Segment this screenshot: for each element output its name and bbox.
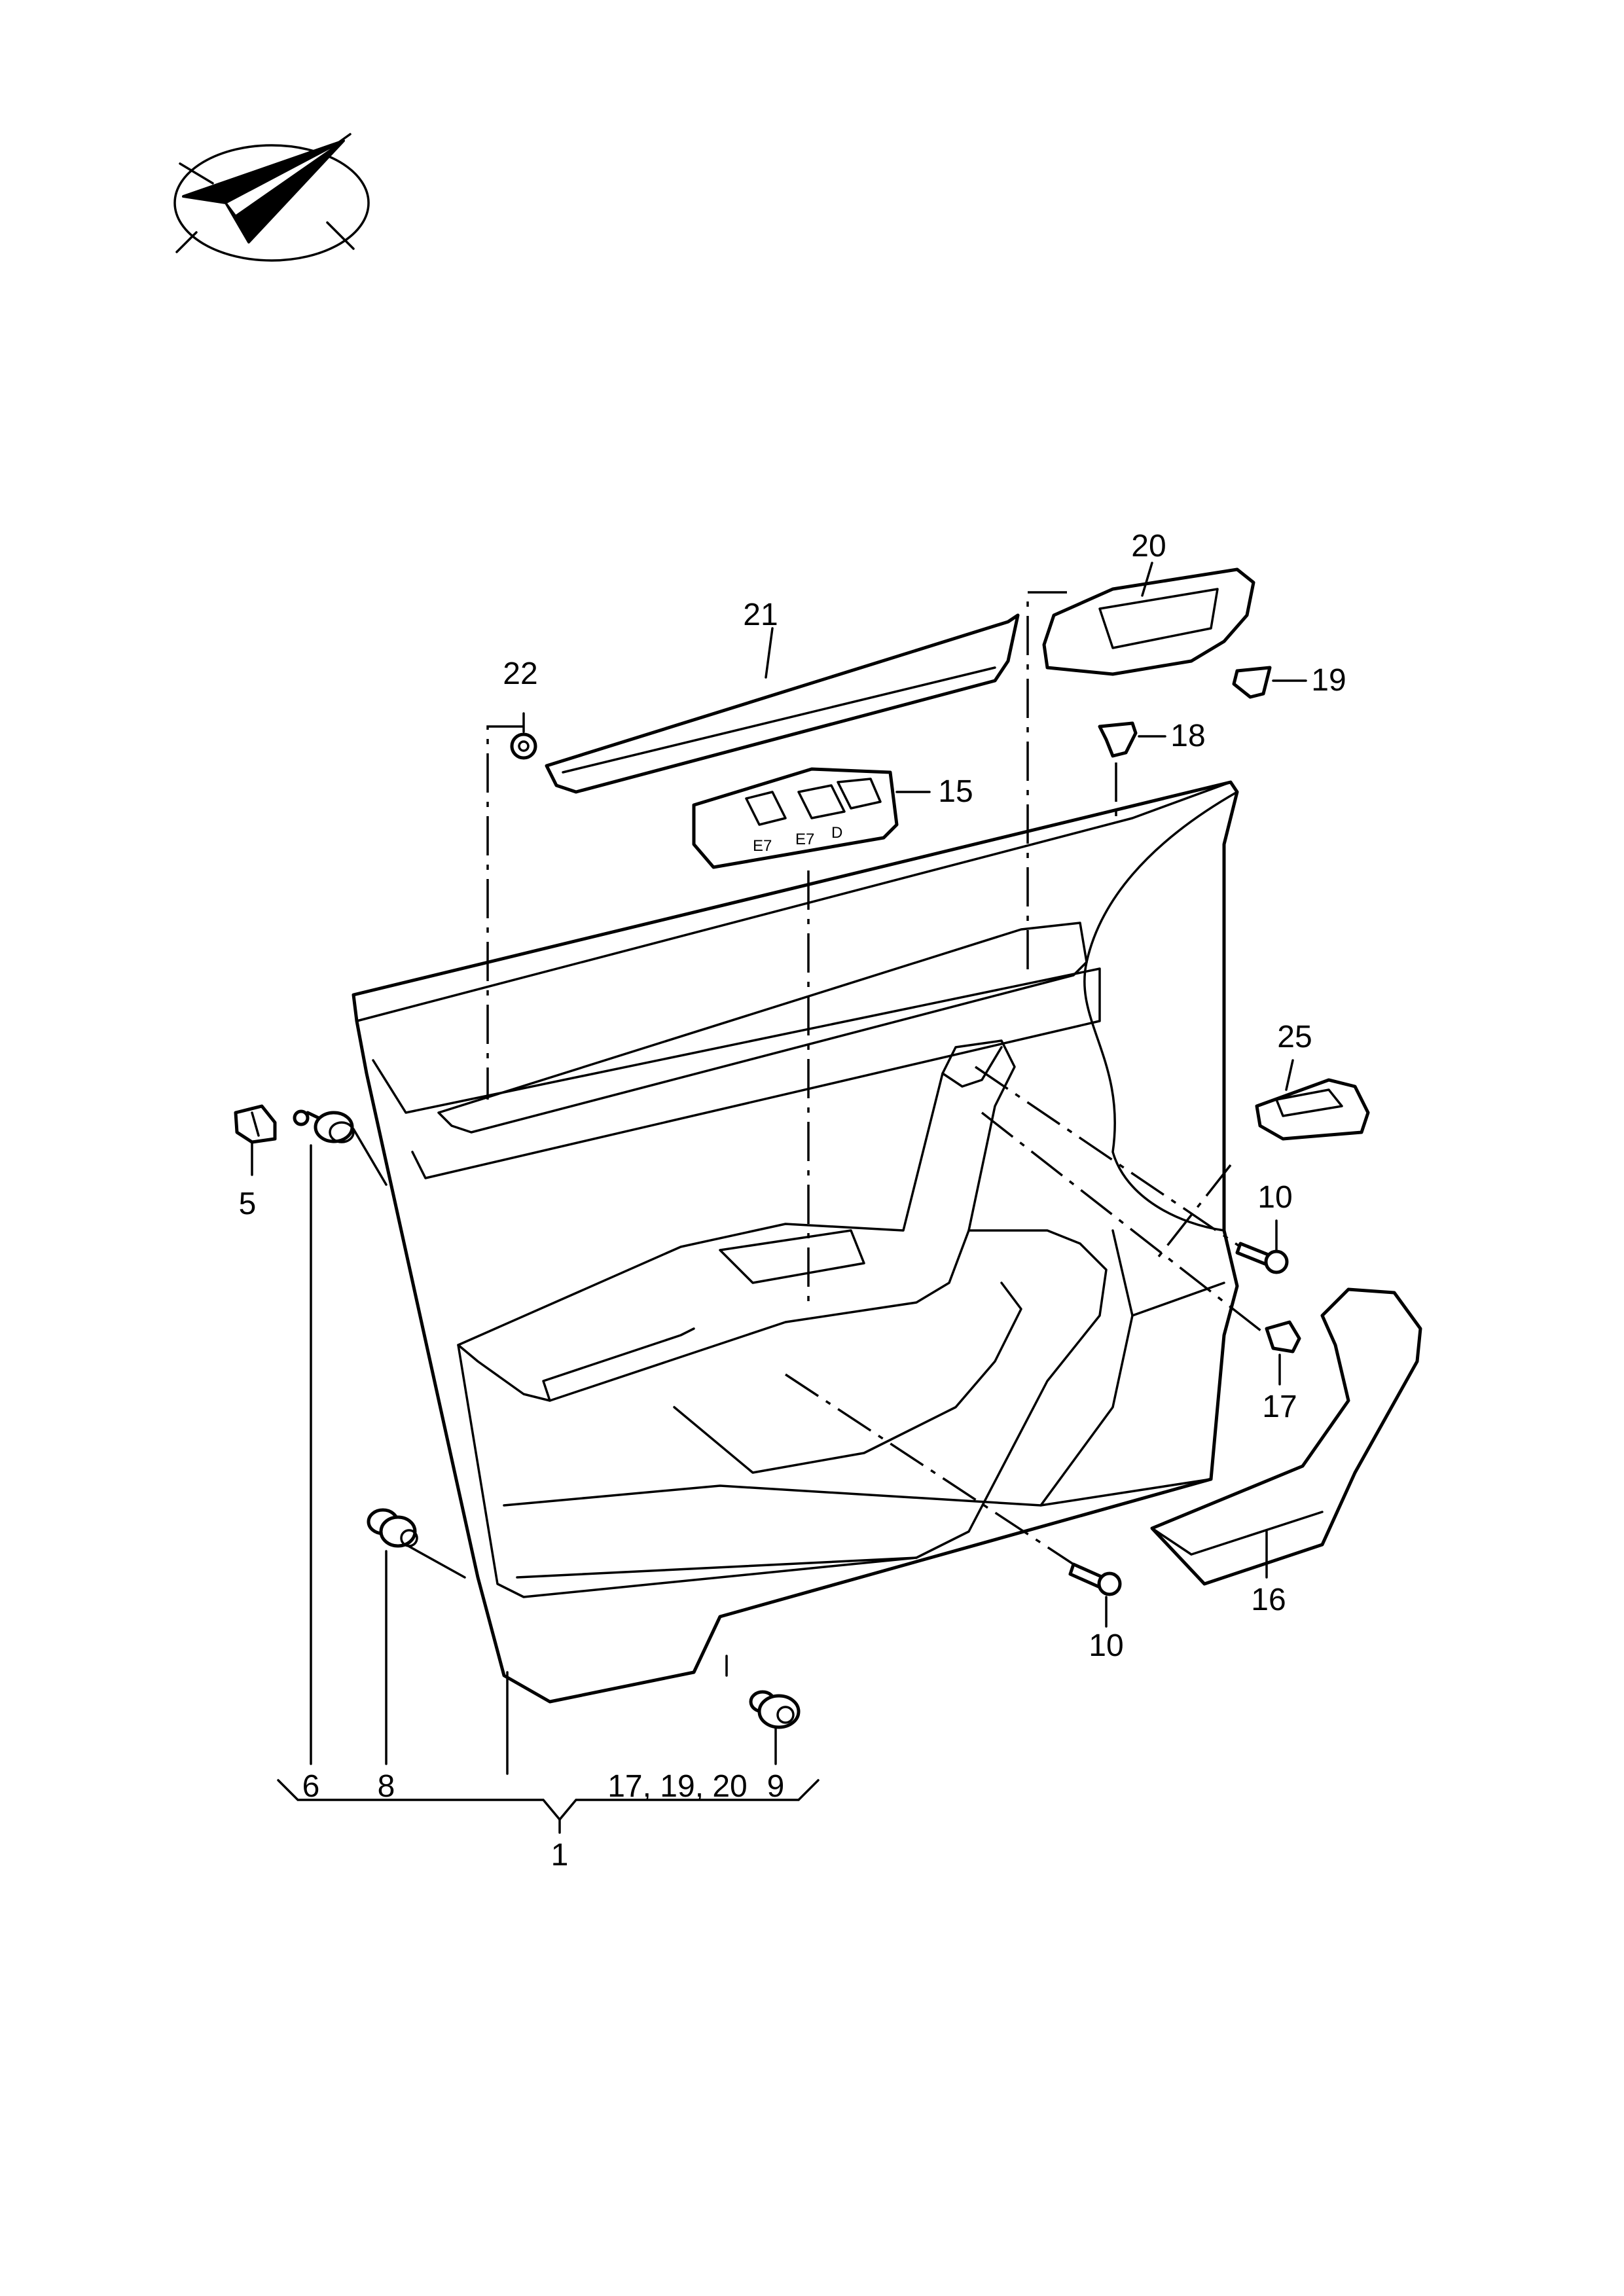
callout-19: 19 [1311, 663, 1346, 698]
switch-mark-2: E7 [795, 831, 814, 848]
callout-22: 22 [503, 656, 537, 691]
callout-10-upper: 10 [1257, 1180, 1292, 1215]
callout-20: 20 [1131, 529, 1166, 564]
lower-trim-strip [1150, 1287, 1422, 1586]
interior-door-handle [1042, 567, 1255, 676]
callout-25: 25 [1277, 1020, 1312, 1054]
callout-16: 16 [1251, 1583, 1286, 1617]
callout-10-lower: 10 [1089, 1628, 1123, 1663]
fastener-9 [749, 1690, 801, 1729]
grab-handle-trim [1255, 1078, 1370, 1141]
fastener-8 [367, 1508, 418, 1548]
callout-17-19-20: 17, 19, 20 [607, 1769, 748, 1804]
upper-trim-rail [545, 613, 1020, 794]
handle-cap [1232, 666, 1272, 699]
screw-10-lower [1068, 1562, 1122, 1596]
clip-17 [1265, 1320, 1301, 1354]
callout-6: 6 [302, 1769, 320, 1804]
callout-15: 15 [938, 774, 973, 809]
switch-mark-3: D [831, 824, 842, 842]
screw-10-upper [1235, 1242, 1289, 1274]
callout-18: 18 [1170, 719, 1205, 753]
expanding-clip [1098, 721, 1138, 758]
leader-lines [251, 562, 1307, 1834]
assembly-lines [486, 591, 1268, 1566]
callout-labels: 20 21 19 22 18 15 25 10 17 16 10 5 6 8 1… [239, 529, 1346, 1873]
switch-mark-1: E7 [753, 837, 772, 855]
callout-9: 9 [767, 1769, 785, 1804]
callout-1: 1 [551, 1838, 569, 1873]
callout-5: 5 [239, 1187, 257, 1221]
door-trim-panel [352, 780, 1239, 1704]
callout-21: 21 [743, 598, 778, 632]
direction-arrow-icon [173, 133, 370, 262]
callout-17: 17 [1262, 1390, 1297, 1424]
clip-22 [510, 732, 537, 760]
retaining-clip-5 [234, 1104, 277, 1144]
window-switch-unit: E7 E7 D [692, 767, 899, 869]
callout-8: 8 [378, 1769, 395, 1804]
fastener-6 [293, 1109, 355, 1143]
